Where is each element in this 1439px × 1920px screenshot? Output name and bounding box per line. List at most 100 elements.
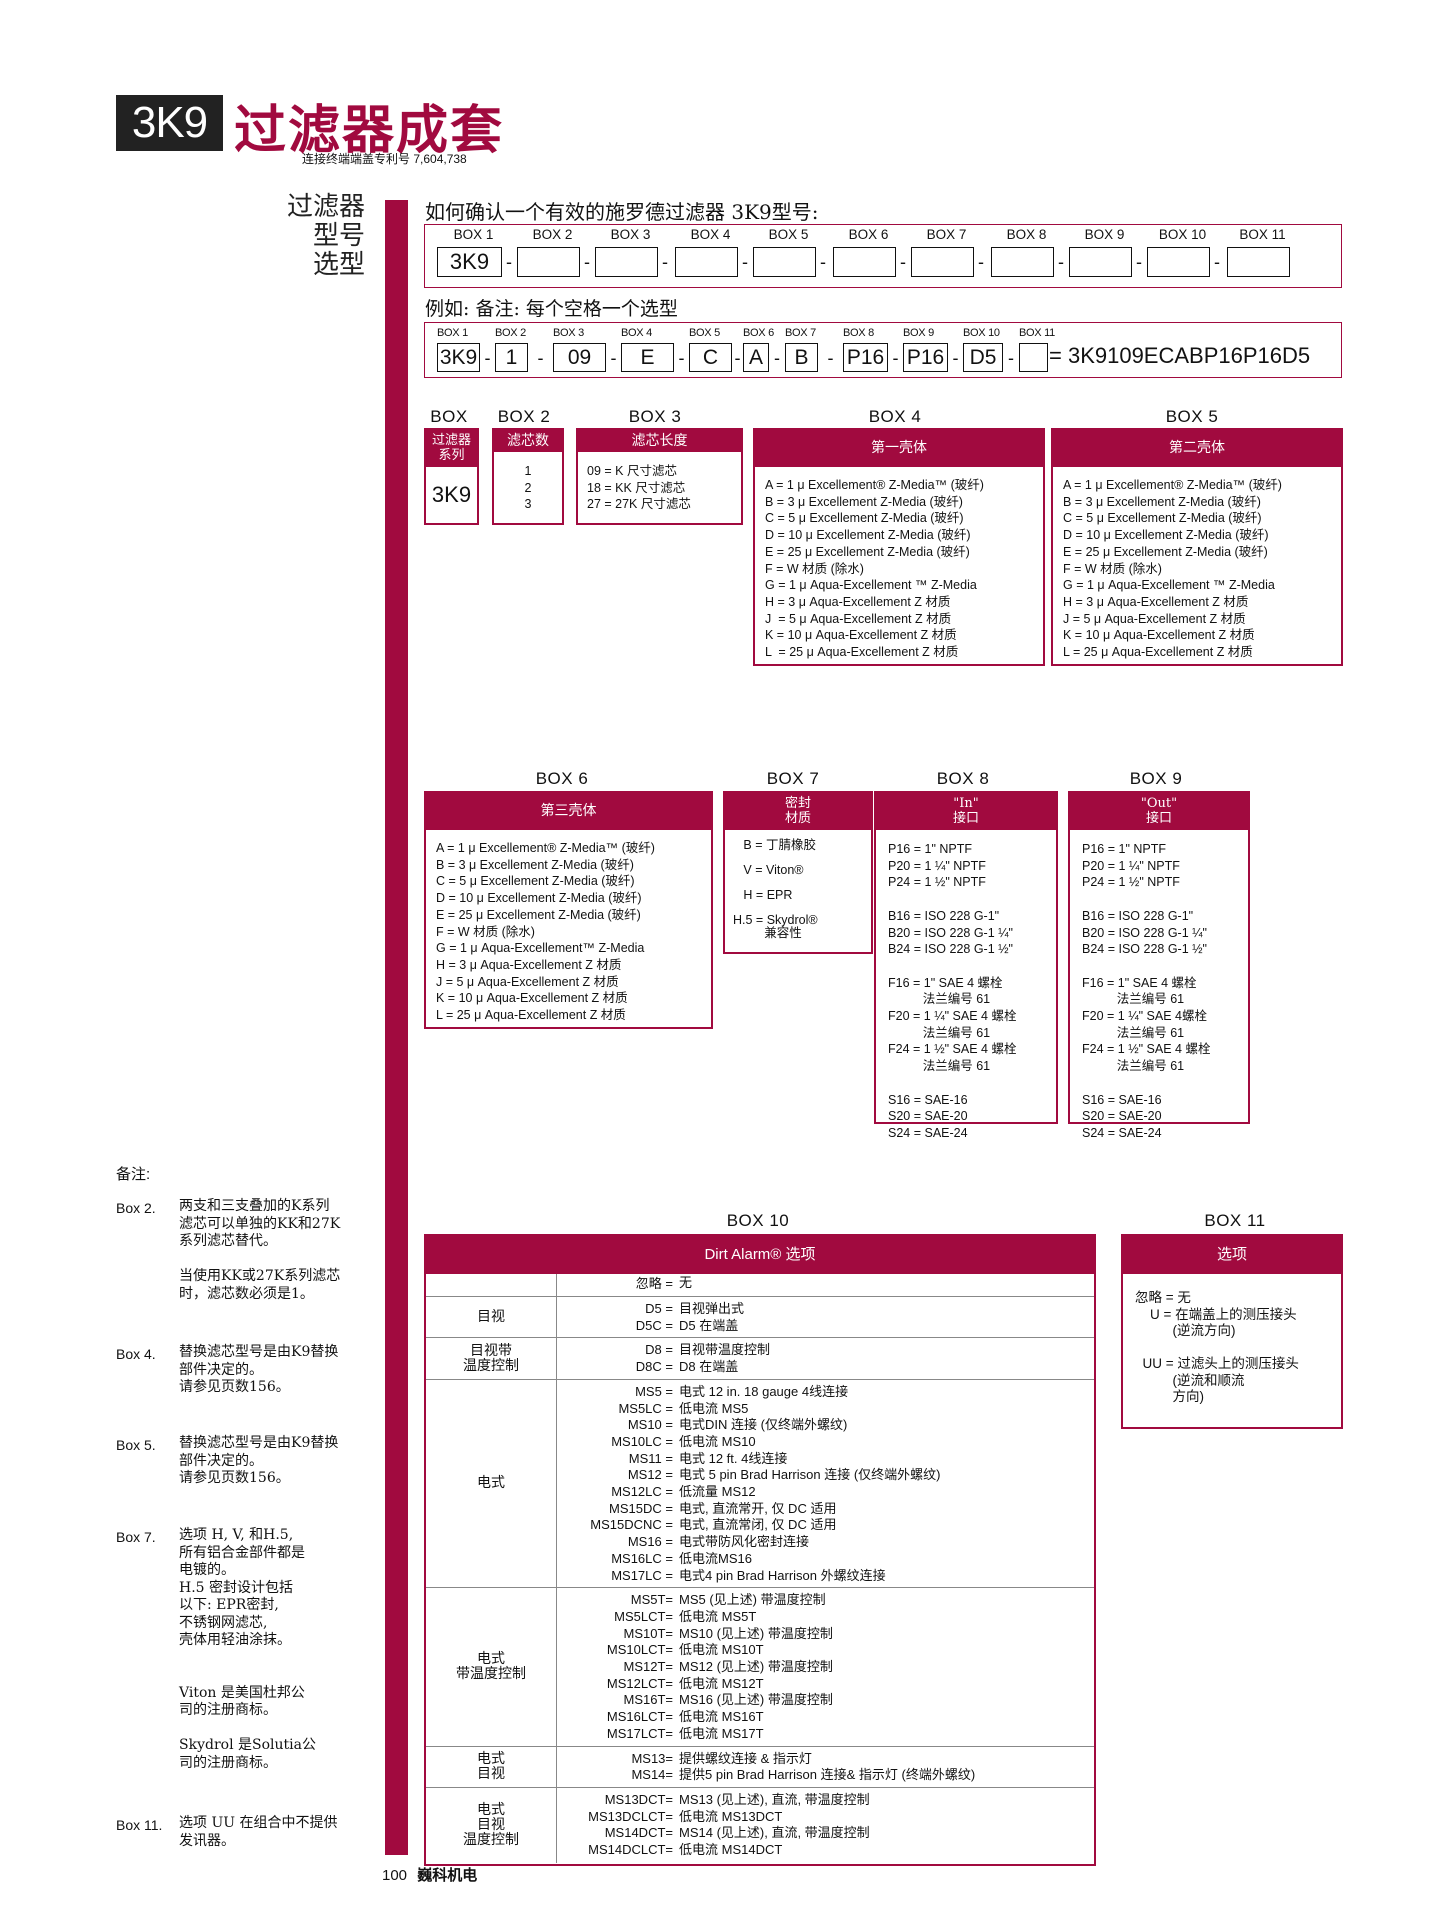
option-code: MS16 = xyxy=(627,1534,673,1550)
box8-head: "In" 接口 xyxy=(876,793,1056,830)
top-box-label: BOX 2 xyxy=(532,227,573,242)
separator-dash: - xyxy=(1136,252,1142,272)
separator-dash: - xyxy=(584,252,590,272)
box2-panel: 滤芯数 1 2 3 xyxy=(492,428,564,525)
option-row: MS16 =电式带防风化密封连接 xyxy=(569,1534,1094,1551)
vertical-accent-bar xyxy=(385,200,408,1855)
top-box-cell[interactable] xyxy=(991,247,1054,277)
note-key: Box 2. xyxy=(116,1200,156,1216)
box10-group-label: 电式 目视 xyxy=(477,1751,505,1783)
option-desc: 低电流 MS5T xyxy=(679,1608,757,1624)
box11-panel: 选项 忽略 = 无 U = 在端盖上的测压接头 (逆流方向) UU = 过滤头上… xyxy=(1121,1234,1343,1429)
option-desc: 提供5 pin Brad Harrison 连接& 指示灯 (终端外螺纹) xyxy=(679,1767,976,1783)
top-box-label: BOX 10 xyxy=(1158,227,1207,242)
company-name: 巍科机电 xyxy=(417,1867,478,1884)
note-key: Box 11. xyxy=(116,1817,163,1833)
box10-group-label: 电式 xyxy=(477,1475,505,1492)
note-key: Box 7. xyxy=(116,1529,156,1545)
top-box-cell[interactable] xyxy=(1147,247,1210,277)
option-code: MS12LCT= xyxy=(606,1675,673,1691)
box10-group-label: 目视带 温度控制 xyxy=(463,1343,519,1375)
option-code: MS17LCT= xyxy=(606,1725,673,1741)
option-desc: 低电流 MS14DCT xyxy=(679,1842,783,1857)
separator-dash: - xyxy=(892,348,899,368)
option-code: MS10T= xyxy=(623,1625,674,1641)
option-code: MS16LCT= xyxy=(606,1709,673,1725)
example-box-value: A xyxy=(743,343,769,372)
box1-value: 3K9 xyxy=(431,482,472,507)
option-desc: 电式, 直流常开, 仅 DC 适用 xyxy=(679,1500,837,1516)
top-box-cell[interactable] xyxy=(1227,247,1290,277)
option-code: MS14DCT= xyxy=(604,1825,673,1841)
box11-head: 选项 xyxy=(1123,1236,1341,1274)
option-desc: 目视弹出式 xyxy=(679,1301,745,1316)
option-row: MS15DC =电式, 直流常开, 仅 DC 适用 xyxy=(569,1501,1094,1518)
top-box-cell[interactable] xyxy=(833,247,896,277)
option-desc: 电式 12 in. 18 gauge 4线连接 xyxy=(679,1383,849,1399)
box3-panel: 滤芯长度 09 = K 尺寸滤芯 18 = KK 尺寸滤芯 27 = 27K 尺… xyxy=(576,428,743,525)
box4-head: 第一壳体 xyxy=(755,430,1043,467)
separator-dash: - xyxy=(978,252,984,272)
option-desc: 低电流 MS16T xyxy=(679,1709,764,1725)
option-desc: 低电流 MS12T xyxy=(679,1675,764,1691)
example-box-value: D5 xyxy=(963,343,1003,372)
example-box-value: 09 xyxy=(553,343,606,372)
box7-panel: 密封 材质 B = 丁腈橡胶 V = Viton® H = EPR H.5 = … xyxy=(723,791,873,954)
option-desc: 低电流 MS13DCT xyxy=(679,1808,783,1824)
option-code: MS17LC = xyxy=(611,1567,673,1583)
top-box-cell[interactable]: 3K9 xyxy=(437,247,502,277)
option-row: D8 =目视带温度控制 xyxy=(569,1342,1094,1359)
top-box-cell[interactable] xyxy=(753,247,816,277)
option-row: MS17LC =电式4 pin Brad Harrison 外螺纹连接 xyxy=(569,1568,1094,1585)
box10-group-label: 电式 带温度控制 xyxy=(456,1651,526,1683)
option-desc: 无 xyxy=(679,1276,693,1291)
option-code: D8 = xyxy=(645,1342,673,1358)
example-box-value: P16 xyxy=(903,343,948,372)
note-text: 选项 UU 在组合中不提供 发讯器。 xyxy=(179,1815,338,1849)
top-box-cell[interactable] xyxy=(595,247,658,277)
separator-dash: - xyxy=(742,252,748,272)
example-result: = 3K9109ECABP16P16D5 xyxy=(1049,343,1311,368)
option-row: MS12 =电式 5 pin Brad Harrison 连接 (仅终端外螺纹) xyxy=(569,1467,1094,1484)
top-box-cell[interactable] xyxy=(675,247,738,277)
separator-dash: - xyxy=(900,252,906,272)
box3-head: 滤芯长度 xyxy=(578,430,741,452)
top-box-cell[interactable] xyxy=(1069,247,1132,277)
option-code: MS5 = xyxy=(635,1383,673,1399)
box1-panel: 过滤器 系列 3K9 xyxy=(424,428,479,525)
option-row: D8C =D8 在端盖 xyxy=(569,1359,1094,1376)
option-row: MS5LCT=低电流 MS5T xyxy=(569,1609,1094,1626)
option-code: D5C = xyxy=(635,1317,673,1333)
top-box-cell[interactable] xyxy=(517,247,580,277)
option-code: MS13= xyxy=(631,1750,673,1766)
box3-options: 09 = K 尺寸滤芯 18 = KK 尺寸滤芯 27 = 27K 尺寸滤芯 xyxy=(587,464,691,512)
box7-label: BOX 7 xyxy=(766,769,820,788)
box9-options: P16 = 1" NPTF P20 = 1 ¼" NPTF P24 = 1 ½"… xyxy=(1082,842,1211,1140)
top-box-cell[interactable] xyxy=(911,247,974,277)
note-key: Box 5. xyxy=(116,1437,156,1453)
separator-dash: - xyxy=(827,348,834,368)
top-box-label: BOX 7 xyxy=(926,227,967,242)
option-row: MS11 =电式 12 ft. 4线连接 xyxy=(569,1451,1094,1468)
option-row: MS14DCT=MS14 (见上述), 直流, 带温度控制 xyxy=(569,1825,1094,1842)
option-row: MS10LCT=低电流 MS10T xyxy=(569,1642,1094,1659)
note-text: 替换滤芯型号是由K9替换 部件决定的。 请参见页数156。 xyxy=(179,1344,339,1395)
box9-panel: "Out" 接口 P16 = 1" NPTF P20 = 1 ¼" NPTF P… xyxy=(1068,791,1250,1140)
box3-label: BOX 3 xyxy=(628,407,682,426)
how-to-heading: 如何确认一个有效的施罗德过滤器 3K9型号: xyxy=(425,200,819,224)
option-code: MS13DCLCT= xyxy=(588,1808,673,1824)
side-title: 过滤器 型号 选型 xyxy=(270,193,365,280)
option-row: MS10T=MS10 (见上述) 带温度控制 xyxy=(569,1626,1094,1643)
example-label: 例如: 备注: 每个空格一个选型 xyxy=(425,298,678,320)
example-box-value: P16 xyxy=(843,343,888,372)
option-desc: D5 在端盖 xyxy=(679,1317,739,1333)
option-code: MS10LC = xyxy=(611,1433,673,1449)
